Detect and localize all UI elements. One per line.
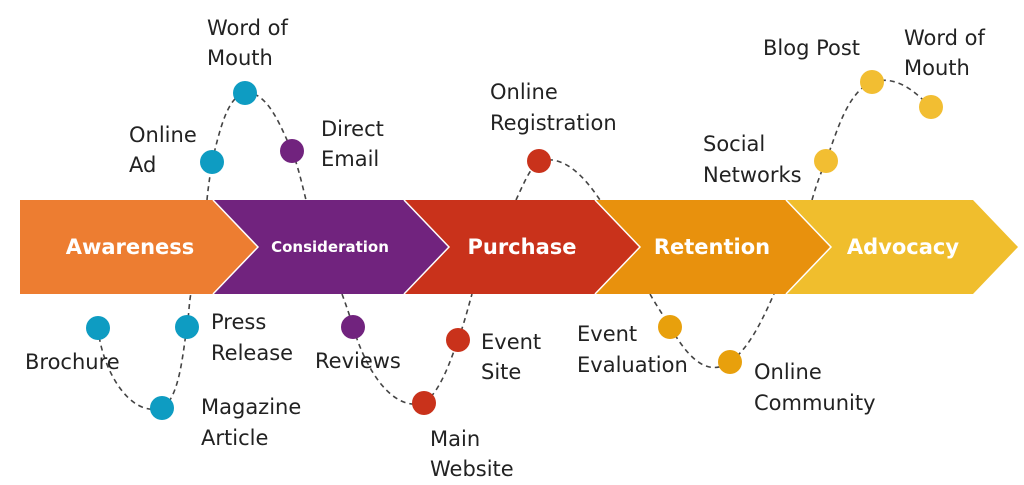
- dot-main-website: [412, 391, 436, 415]
- stage-separator: [594, 199, 642, 295]
- stage-purchase-shape: [404, 200, 640, 294]
- stage-separator: [785, 199, 833, 295]
- dot-brochure: [86, 316, 110, 340]
- connector-online-community-band: [729, 293, 775, 363]
- stage-separator: [403, 199, 451, 295]
- touchpoint-labels: Brochure Magazine Article Press Release …: [25, 16, 992, 481]
- label-blog-post: Blog Post: [763, 36, 860, 60]
- label-press-release: Press Release: [211, 310, 293, 365]
- dot-magazine-article: [150, 396, 174, 420]
- label-word-of-mouth-1: Word of Mouth: [207, 16, 295, 70]
- connector-band-online-registration: [515, 160, 540, 201]
- stage-advocacy-shape: [786, 200, 1018, 294]
- connector-band-event-evaluation: [649, 293, 671, 328]
- dot-press-release: [175, 315, 199, 339]
- connector-online-registration-band: [538, 158, 601, 201]
- label-online-ad: Online Ad: [129, 123, 203, 177]
- dot-social-networks: [814, 149, 838, 173]
- stage-label-purchase: Purchase: [467, 235, 576, 259]
- dot-event-site: [446, 328, 470, 352]
- label-event-site: Event Site: [481, 330, 548, 384]
- label-direct-email: Direct Email: [321, 117, 391, 171]
- connector-word-of-mouth-direct-email: [244, 92, 293, 152]
- stage-consideration-shape: [213, 200, 449, 294]
- label-event-evaluation: Event Evaluation: [577, 322, 688, 377]
- stage-label-retention: Retention: [654, 235, 770, 259]
- dot-blog-post: [860, 70, 884, 94]
- dot-online-community: [718, 350, 742, 374]
- dot-word-of-mouth-1: [233, 81, 257, 105]
- stage-separator: [212, 199, 260, 295]
- label-main-website: Main Website: [430, 427, 514, 481]
- dot-reviews: [341, 315, 365, 339]
- label-online-community: Online Community: [754, 360, 876, 415]
- stage-awareness-shape: [20, 200, 258, 294]
- label-social-networks: Social Networks: [703, 132, 802, 187]
- touchpoint-dots: [86, 70, 943, 420]
- label-brochure: Brochure: [25, 350, 120, 374]
- dot-direct-email: [280, 139, 304, 163]
- stage-label-consideration: Consideration: [271, 238, 389, 256]
- label-magazine-article: Magazine Article: [201, 395, 308, 450]
- connector-blog-post-word-of-mouth: [871, 79, 932, 108]
- dot-online-registration: [527, 149, 551, 173]
- dot-online-ad: [200, 150, 224, 174]
- journey-band: Awareness Consideration Purchase Retenti…: [20, 199, 1018, 295]
- dot-word-of-mouth-2: [919, 95, 943, 119]
- connector-social-networks-blog-post: [825, 81, 873, 162]
- connector-magazine-press: [161, 326, 188, 409]
- connector-band-online-ad: [206, 161, 213, 201]
- stage-retention-shape: [595, 200, 831, 294]
- dot-event-evaluation: [658, 315, 682, 339]
- label-online-registration: Online Registration: [490, 80, 617, 135]
- label-reviews: Reviews: [315, 349, 401, 373]
- label-word-of-mouth-2: Word of Mouth: [904, 26, 992, 80]
- stage-label-advocacy: Advocacy: [847, 235, 959, 259]
- stage-label-awareness: Awareness: [66, 235, 195, 259]
